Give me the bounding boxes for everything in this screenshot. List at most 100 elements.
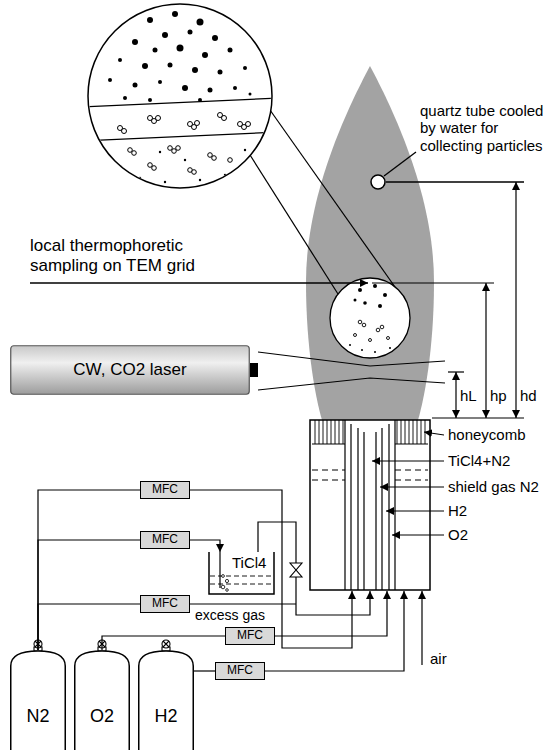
particles	[361, 349, 363, 351]
laser-beam	[258, 352, 445, 366]
node-text: MFC	[237, 629, 263, 643]
cylinder-body	[75, 651, 130, 750]
annotation-label: hp	[490, 387, 507, 404]
particles	[122, 129, 127, 134]
particles	[142, 63, 148, 69]
particles	[188, 30, 193, 35]
node-text: MFC	[152, 483, 178, 497]
burner	[395, 444, 428, 445]
particles	[249, 93, 252, 96]
particles	[212, 156, 217, 161]
mfc-box: MFC	[215, 662, 265, 680]
particles	[354, 299, 357, 302]
bubble	[225, 579, 228, 582]
laser-beam	[250, 352, 445, 390]
cylinder-valve	[163, 641, 169, 647]
leader-line	[424, 432, 444, 435]
particles	[224, 174, 226, 176]
particles	[172, 11, 178, 17]
annotation-label: air	[430, 650, 447, 667]
annotation-label: excess gas	[195, 607, 265, 623]
particles	[222, 116, 227, 121]
gas-cylinder-outline	[138, 650, 194, 750]
laser-beam	[250, 363, 258, 377]
sampling-arrow	[30, 282, 368, 283]
magnified-view	[88, 4, 272, 188]
height-dimension	[432, 417, 524, 418]
particles	[244, 149, 246, 151]
burner	[312, 470, 428, 480]
pipe-connector	[102, 636, 225, 650]
particles	[109, 157, 111, 159]
particles	[159, 151, 161, 153]
particles	[363, 301, 367, 305]
particles	[389, 347, 391, 349]
node-text: MFC	[227, 664, 253, 678]
flame	[306, 66, 434, 420]
particles	[158, 80, 162, 84]
cylinder-body	[139, 651, 194, 750]
laser-box: CW, CO2 laser	[10, 345, 250, 395]
particles	[199, 179, 201, 181]
pipe-connector	[190, 540, 220, 552]
gas-cylinder-outline	[10, 650, 66, 750]
pipe-connector	[194, 670, 215, 671]
particles	[376, 328, 380, 332]
pipe-connector	[38, 604, 140, 650]
sampling-arrow	[372, 282, 494, 283]
particles	[80, 132, 280, 141]
burner	[315, 420, 425, 444]
particles	[354, 320, 390, 341]
cylinder-valve	[162, 640, 170, 648]
height-dimension	[515, 182, 516, 418]
quartz-tube	[371, 175, 385, 189]
annotation-label: honeycomb	[448, 426, 526, 443]
cylinder-body	[11, 651, 66, 750]
leader-line	[372, 461, 444, 462]
annotation-label: O2	[448, 526, 468, 543]
particles	[133, 83, 138, 88]
burner	[312, 444, 345, 445]
bubble	[221, 585, 225, 589]
particles	[80, 98, 280, 107]
node-text: MFC	[152, 597, 178, 611]
pipe-connector	[38, 540, 140, 650]
annotation-label: hd	[520, 387, 537, 404]
particles	[118, 166, 123, 171]
gas-cylinder: H2	[138, 650, 194, 750]
annotation-label: quartz tube cooled by water for collecti…	[420, 102, 556, 154]
mfc-box: MFC	[140, 595, 190, 613]
node-text: TiCl4	[232, 554, 266, 571]
burner	[310, 420, 430, 590]
particles	[118, 58, 122, 62]
annotation-label: shield gas N2	[448, 478, 539, 495]
particles	[246, 122, 251, 127]
leader-line	[372, 432, 444, 535]
particles	[228, 158, 233, 163]
dip-tube	[219, 552, 220, 588]
particles	[139, 177, 141, 179]
particles	[243, 66, 247, 70]
particles	[108, 78, 112, 82]
node-text: N2	[26, 706, 49, 727]
gas-cylinder: N2	[10, 650, 66, 750]
particles	[152, 166, 157, 171]
leader-line	[380, 487, 444, 488]
particles	[374, 351, 376, 353]
particles	[176, 146, 181, 151]
particles	[147, 17, 153, 23]
particles	[380, 325, 384, 329]
particles	[132, 39, 138, 45]
particles	[373, 284, 377, 288]
particles	[358, 320, 362, 324]
bubble	[222, 575, 225, 578]
magnified-view	[270, 110, 395, 287]
particles	[80, 11, 280, 183]
mfc-box: MFC	[225, 627, 275, 645]
particles	[108, 11, 252, 183]
magnified-view	[80, 4, 410, 358]
annotation-label: local thermophoretic sampling on TEM gri…	[30, 236, 210, 275]
height-dimension	[485, 283, 486, 418]
particles	[156, 116, 161, 121]
leader-line	[386, 511, 444, 512]
